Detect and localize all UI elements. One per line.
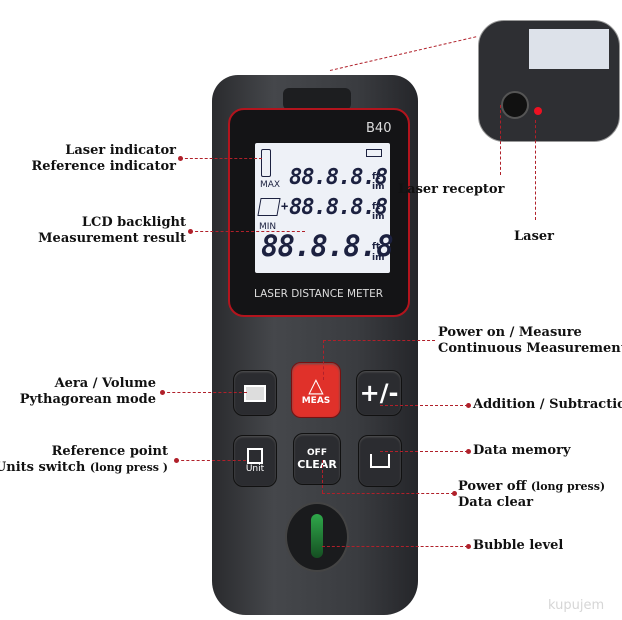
- device-top-tab: [283, 88, 351, 110]
- label-data-memory: Data memory: [473, 443, 571, 458]
- leader: [323, 340, 435, 341]
- unit-m: im: [372, 212, 385, 222]
- plus-minus-label: +/-: [359, 379, 399, 407]
- inset-connector: [329, 36, 477, 71]
- label-laser-receptor: Laser receptor: [398, 182, 505, 197]
- bubble-level: [285, 502, 349, 572]
- lcd-row-3: 88.8.8.8: [261, 229, 394, 263]
- laser-triangle-icon: △: [308, 373, 324, 397]
- unit-m: im: [372, 182, 385, 192]
- min-indicator: MIN: [259, 222, 277, 232]
- leader-dot: [466, 403, 471, 408]
- leader-dot: [466, 449, 471, 454]
- laser-receptor-inset: [478, 20, 620, 142]
- leader-dot: [188, 229, 193, 234]
- leader-dot: [466, 544, 471, 549]
- leader: [500, 105, 501, 175]
- off-clear-button[interactable]: OFF CLEAR: [293, 433, 341, 485]
- leader: [162, 392, 247, 393]
- inset-lcd: [529, 29, 609, 69]
- receptor-lens: [501, 91, 529, 119]
- leader: [323, 340, 324, 380]
- battery-icon: [366, 149, 382, 157]
- off-label: OFF: [307, 447, 327, 458]
- leader-dot: [160, 390, 165, 395]
- unit-ft: ft: [372, 202, 381, 212]
- unit-label: Unit: [245, 464, 265, 474]
- leader-dot: [178, 156, 183, 161]
- laser-emitter: [534, 107, 542, 115]
- leader: [180, 158, 262, 159]
- label-power-off: Power off (long press)Data clear: [458, 479, 606, 510]
- clear-label: CLEAR: [297, 457, 337, 471]
- unit-ft: ft: [372, 242, 381, 252]
- memory-icon: [370, 454, 390, 468]
- leader-dot: [452, 491, 457, 496]
- lcd-row-2: 88.8.8.8: [289, 195, 388, 220]
- leader: [322, 546, 468, 547]
- leader: [322, 493, 454, 494]
- panel-title: LASER DISTANCE METER: [254, 288, 384, 300]
- bubble-vial: [311, 514, 323, 558]
- leader: [380, 451, 468, 452]
- leader: [380, 405, 468, 406]
- unit-ft: ft: [372, 172, 381, 182]
- label-addition-subtraction: Addition / Subtraction: [473, 397, 622, 412]
- area-icon: [257, 198, 281, 216]
- data-memory-button[interactable]: [358, 435, 402, 487]
- leader-dot: [174, 458, 179, 463]
- meas-label: MEAS: [301, 396, 331, 406]
- reference-point-icon: [247, 448, 263, 464]
- leader: [176, 460, 246, 461]
- area-volume-button[interactable]: [233, 370, 277, 416]
- leader: [322, 460, 323, 493]
- unit-m: im: [372, 253, 385, 263]
- plus-sign: +: [281, 199, 288, 213]
- lcd-row-1: 88.8.8.8: [289, 165, 388, 190]
- max-indicator: MAX: [260, 180, 281, 190]
- lcd-screen: MAX MIN 88.8.8.8 + 88.8.8.8 88.8.8.8 ft …: [255, 143, 394, 273]
- plus-minus-button[interactable]: +/-: [356, 370, 402, 416]
- leader: [535, 120, 536, 220]
- label-bubble-level: Bubble level: [473, 538, 564, 553]
- unit-button[interactable]: Unit: [233, 435, 277, 487]
- watermark: kupujem: [548, 598, 605, 613]
- meas-button[interactable]: △ MEAS: [291, 362, 341, 418]
- area-volume-icon: [244, 384, 266, 402]
- label-laser: Laser: [514, 229, 555, 244]
- model-label: B40: [366, 121, 392, 136]
- reference-indicator-icon: [261, 149, 271, 177]
- leader: [190, 231, 305, 232]
